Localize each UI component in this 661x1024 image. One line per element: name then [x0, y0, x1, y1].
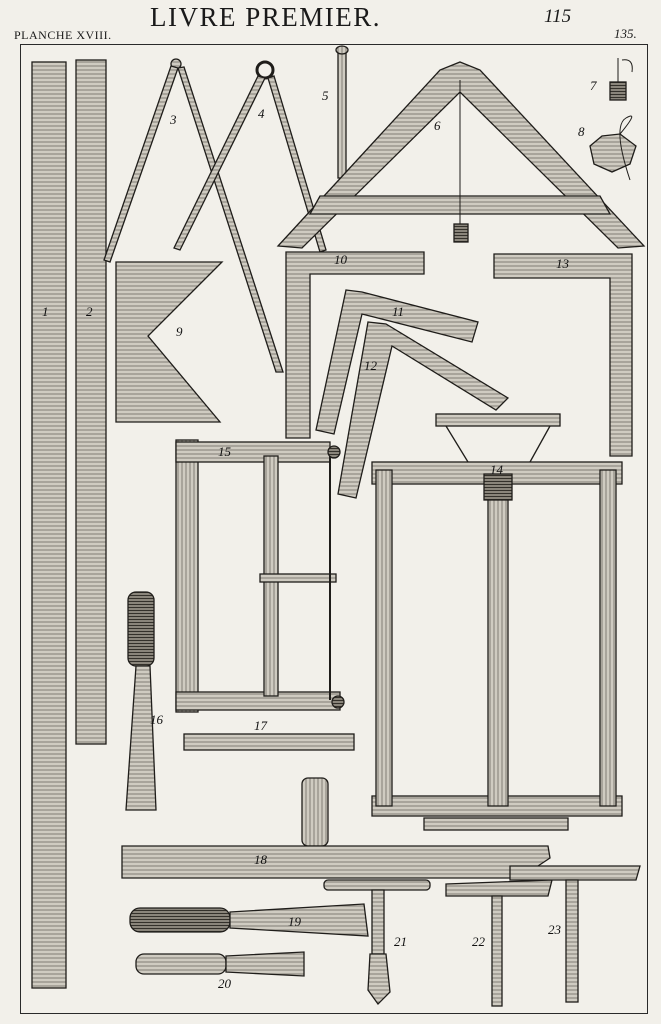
square-10 — [285, 251, 425, 439]
chalk-reel-8 — [589, 115, 637, 181]
frame-saw-14 — [371, 413, 623, 831]
folding-bevel-12 — [337, 321, 510, 499]
compass-3 — [103, 58, 284, 373]
page-number: 115 — [544, 6, 572, 27]
plate-frame — [20, 44, 648, 1014]
figure-number-15: 15 — [218, 444, 231, 459]
auger-23 — [509, 865, 641, 1003]
figure-number-18: 18 — [254, 852, 267, 867]
figure-number-2: 2 — [86, 304, 93, 319]
a-frame-level-6 — [276, 61, 646, 249]
figure-number-16: 16 — [150, 712, 163, 727]
ruler-2 — [75, 59, 107, 745]
figure-number-22: 22 — [472, 934, 485, 949]
folding-bevel-11 — [315, 289, 479, 435]
blade-17 — [183, 733, 355, 751]
figure-number-21: 21 — [394, 934, 407, 949]
figure-number-13: 13 — [556, 256, 569, 271]
figure-number-17: 17 — [254, 718, 267, 733]
figure-number-12: 12 — [364, 358, 377, 373]
frame-saw-15 — [175, 439, 345, 713]
figure-number-14: 14 — [490, 462, 503, 477]
figure-number-19: 19 — [288, 914, 301, 929]
bevel-gauge-9 — [115, 261, 224, 423]
figure-number-8: 8 — [578, 124, 585, 139]
figure-number-4: 4 — [258, 106, 265, 121]
figure-number-1: 1 — [42, 304, 49, 319]
figure-number-11: 11 — [392, 304, 405, 319]
plumb-bob-5 — [335, 45, 349, 179]
figure-number-23: 23 — [548, 922, 561, 937]
folio-number: 135. — [614, 26, 637, 41]
auger-21 — [323, 879, 431, 1006]
chisel-16 — [125, 591, 157, 811]
figure-number-20: 20 — [218, 976, 231, 991]
gouge-20 — [135, 951, 305, 977]
figure-number-9: 9 — [176, 324, 183, 339]
chisel-19 — [129, 903, 369, 937]
ruler-1 — [31, 61, 67, 989]
figure-number-10: 10 — [334, 252, 347, 267]
figure-number-6: 6 — [434, 118, 441, 133]
figure-number-5: 5 — [322, 88, 329, 103]
page-header: PLANCHE XVIII. LIVRE PREMIER. 115 135. — [0, 0, 661, 44]
square-13 — [493, 253, 633, 457]
dividers-4 — [173, 60, 327, 253]
page-title: LIVRE PREMIER. — [150, 2, 382, 32]
figure-number-3: 3 — [170, 112, 177, 127]
gimlet-22 — [445, 879, 553, 1007]
plumb-weight-7 — [609, 58, 633, 101]
plate-label: PLANCHE XVIII. — [14, 28, 112, 42]
figure-number-7: 7 — [590, 78, 597, 93]
